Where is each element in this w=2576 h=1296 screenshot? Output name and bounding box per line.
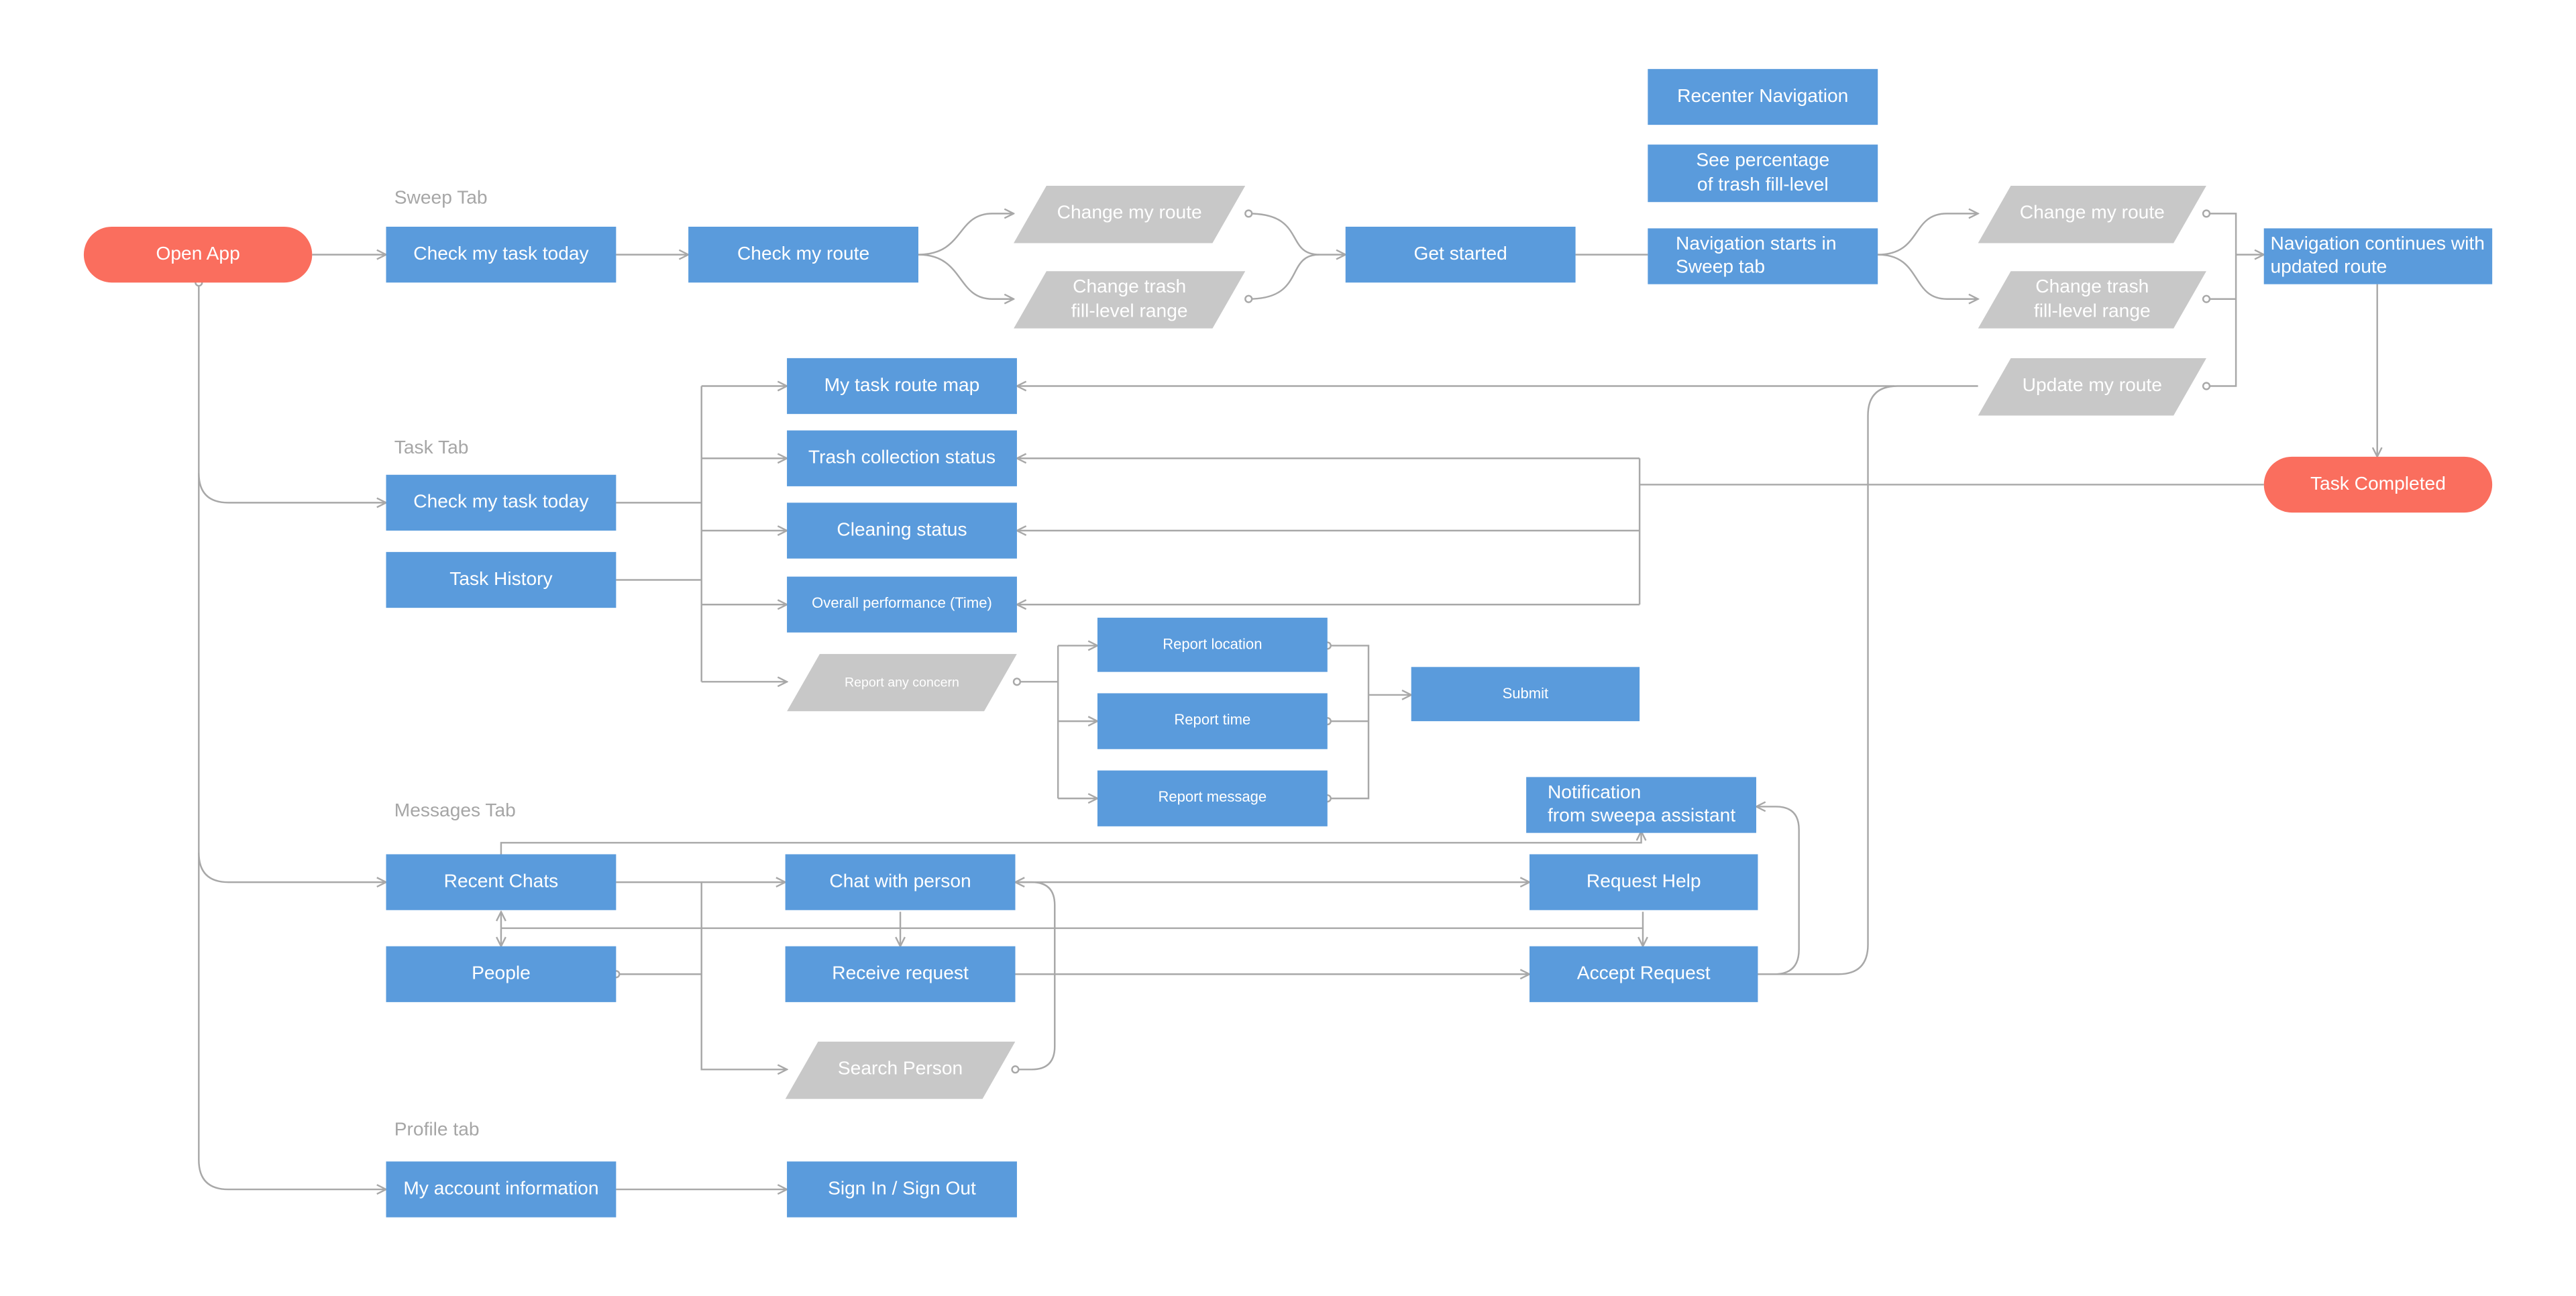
report-message-label: Report message — [1158, 789, 1267, 806]
change-trash-label-1-line-1: Change trash — [1073, 278, 1187, 298]
accept-request-label: Accept Request — [1576, 964, 1711, 984]
check-route-node: Check my route — [688, 226, 918, 283]
change-route-decision-2: Change my route — [1978, 186, 2206, 244]
submit-label: Submit — [1502, 684, 1549, 702]
chat-with-person-node: Chat with person — [785, 854, 1016, 910]
task-history-node: Task History — [386, 551, 616, 608]
navigation-starts-node: Navigation starts in Sweep tab — [1648, 228, 1878, 284]
request-help-node: Request Help — [1529, 854, 1758, 910]
submit-node: Submit — [1411, 667, 1640, 722]
recenter-navigation-label: Recenter Navigation — [1677, 87, 1849, 107]
receive-request-node: Receive request — [785, 946, 1016, 1002]
check-route-label: Check my route — [737, 244, 870, 264]
notification-line-1: Notification — [1547, 783, 1642, 803]
report-concern-decision: Report any concern — [787, 654, 1017, 712]
see-percentage-line-2: of trash fill-level — [1697, 174, 1829, 195]
report-location-node: Report location — [1097, 617, 1328, 672]
search-person-decision: Search Person — [786, 1042, 1016, 1099]
people-label: People — [472, 964, 531, 984]
cleaning-status-label: Cleaning status — [837, 520, 967, 541]
change-trash-decision-2: Change trash fill-level range — [1978, 271, 2206, 329]
recent-chats-label: Recent Chats — [443, 871, 559, 892]
see-percentage-line-1: See percentage — [1696, 151, 1830, 172]
get-started-label: Get started — [1413, 244, 1507, 264]
change-trash-label-2-line-1: Change trash — [2035, 278, 2149, 298]
navigation-starts-line-2: Sweep tab — [1675, 258, 1766, 278]
task-route-map-label: My task route map — [824, 376, 980, 396]
open-app-label: Open App — [156, 244, 240, 264]
notification-label: Notification from sweepa assistant — [1548, 781, 1735, 828]
change-trash-decision-1: Change trash fill-level range — [1014, 271, 1245, 329]
sign-in-out-node: Sign In / Sign Out — [787, 1161, 1017, 1218]
section-label-profile-tab: Profile tab — [394, 1120, 480, 1140]
overall-performance-node: Overall performance (Time) — [787, 576, 1017, 633]
navigation-continues-line-1: Navigation continues with — [2270, 234, 2485, 254]
change-route-decision-1: Change my route — [1014, 186, 1245, 244]
sweep-check-task-node: Check my task today — [386, 226, 616, 283]
report-time-node: Report time — [1097, 693, 1328, 749]
report-time-label: Report time — [1174, 712, 1251, 728]
open-app-node: Open App — [83, 226, 313, 283]
trash-collection-status-label: Trash collection status — [808, 448, 996, 468]
navigation-continues-node: Navigation continues with updated route — [2263, 228, 2493, 284]
search-person-label: Search Person — [837, 1060, 963, 1080]
update-route-decision: Update my route — [1978, 358, 2206, 416]
get-started-node: Get started — [1345, 226, 1576, 283]
account-information-node: My account information — [386, 1161, 616, 1218]
sweep-check-task-label: Check my task today — [413, 244, 589, 264]
notification-line-2: from sweepa assistant — [1547, 806, 1736, 826]
request-help-label: Request Help — [1586, 871, 1701, 892]
report-location-label: Report location — [1163, 635, 1263, 652]
task-completed-label: Task Completed — [2310, 474, 2446, 494]
recenter-navigation-node: Recenter Navigation — [1648, 68, 1878, 125]
report-message-node: Report message — [1097, 770, 1328, 826]
receive-request-label: Receive request — [832, 964, 969, 984]
notification-node: Notification from sweepa assistant — [1526, 777, 1756, 833]
change-trash-label-1: Change trash fill-level range — [1071, 276, 1188, 323]
people-node: People — [386, 946, 616, 1002]
cleaning-status-node: Cleaning status — [787, 502, 1017, 559]
change-route-label-1: Change my route — [1057, 204, 1202, 224]
section-label-task-tab: Task Tab — [394, 438, 469, 459]
trash-collection-status-node: Trash collection status — [787, 430, 1017, 486]
change-trash-label-2: Change trash fill-level range — [2034, 276, 2151, 323]
task-check-task-node: Check my task today — [386, 474, 616, 531]
task-history-label: Task History — [449, 570, 553, 590]
accept-request-node: Accept Request — [1529, 946, 1758, 1002]
task-check-task-label: Check my task today — [413, 492, 589, 512]
navigation-starts-line-1: Navigation starts in — [1675, 234, 1837, 254]
chat-with-person-label: Chat with person — [829, 871, 971, 892]
report-concern-label: Report any concern — [844, 674, 959, 690]
navigation-continues-line-2: updated route — [2270, 258, 2387, 278]
task-route-map-node: My task route map — [787, 358, 1017, 415]
change-trash-label-2-line-2: fill-level range — [2033, 301, 2151, 321]
account-information-label: My account information — [403, 1179, 599, 1199]
change-trash-label-1-line-2: fill-level range — [1071, 301, 1188, 321]
sign-in-out-label: Sign In / Sign Out — [828, 1179, 976, 1199]
change-route-label-2: Change my route — [2019, 204, 2165, 224]
overall-performance-label: Overall performance (Time) — [812, 595, 992, 612]
navigation-starts-label: Navigation starts in Sweep tab — [1676, 233, 1837, 280]
section-label-messages-tab: Messages Tab — [394, 802, 516, 822]
section-label-sweep-tab: Sweep Tab — [394, 188, 488, 209]
update-route-label: Update my route — [2022, 376, 2162, 396]
recent-chats-node: Recent Chats — [386, 854, 616, 910]
task-completed-node: Task Completed — [2263, 456, 2493, 513]
navigation-continues-label: Navigation continues with updated route — [2271, 233, 2485, 280]
